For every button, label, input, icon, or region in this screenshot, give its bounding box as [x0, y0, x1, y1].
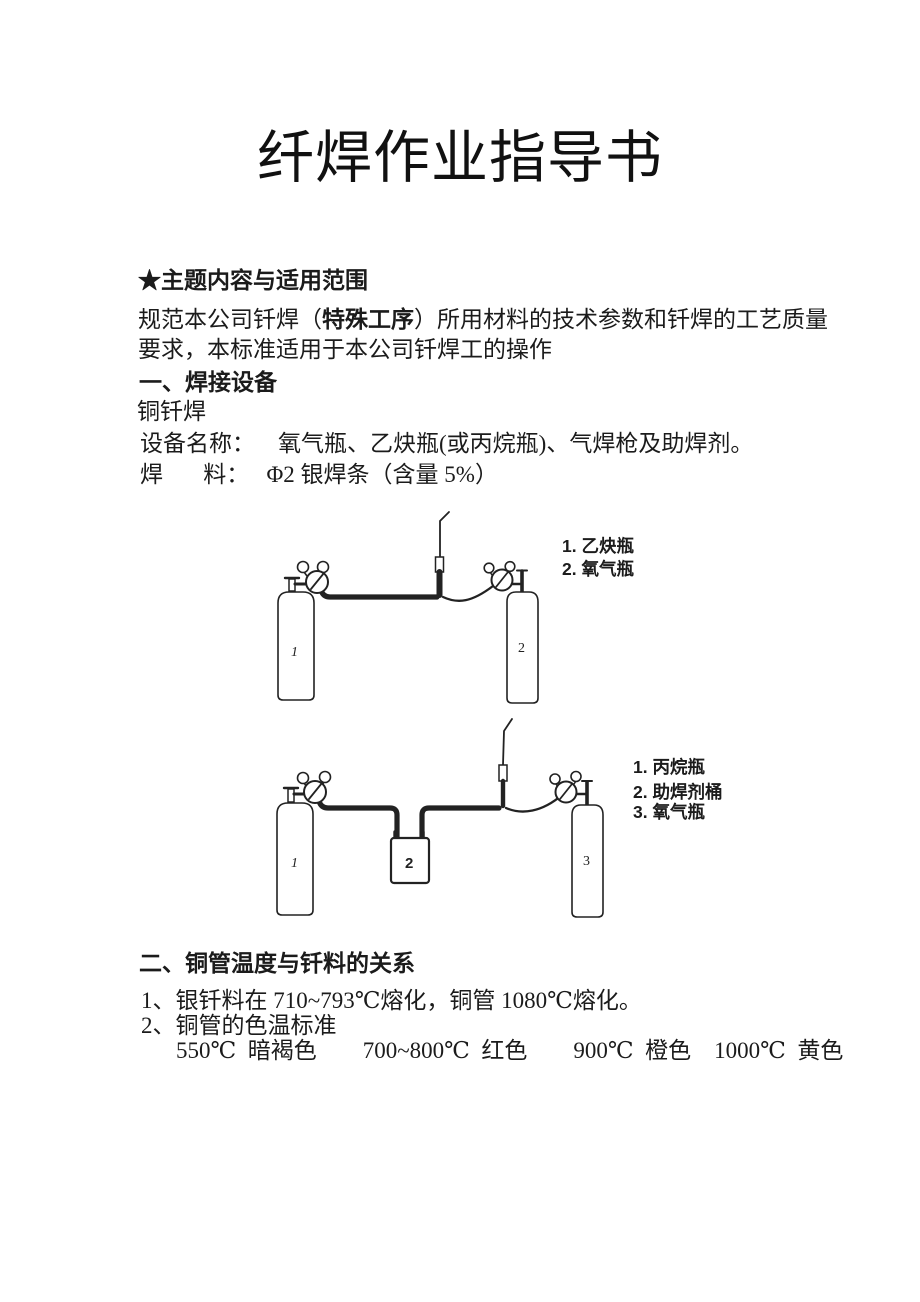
scope-paragraph-line2: 要求，本标准适用于本公司钎焊工的操作	[138, 337, 552, 362]
oxygen-cylinder	[571, 804, 604, 918]
regulator-right	[483, 560, 528, 594]
scope-text-special-process: 特殊工序	[322, 307, 414, 332]
process-name: 铜钎焊	[137, 399, 206, 424]
section2-heading: 二、铜管温度与钎料的关系	[139, 951, 415, 976]
oxygen-cylinder	[506, 591, 539, 704]
color-standard-line: 2、铜管的色温标准	[141, 1013, 337, 1038]
regulator-right	[549, 770, 593, 807]
welding-torch	[498, 718, 513, 809]
cylinder3-label: 3	[583, 854, 590, 869]
scope-paragraph-line1: 规范本公司钎焊（特殊工序）所用材料的技术参数和钎焊的工艺质量	[138, 306, 828, 335]
figure2-legend-item2: 2. 助焊剂桶	[633, 782, 722, 802]
welding-torch	[434, 511, 450, 598]
cylinder1-label: 1	[291, 856, 298, 871]
section1-heading: 一、焊接设备	[139, 370, 277, 395]
document-title: 纤焊作业指导书	[257, 127, 663, 190]
regulator-left	[282, 770, 332, 804]
flux-bucket-label: 2	[405, 855, 413, 872]
figure-acetylene-oxygen-setup: 1 2 1. 乙炔瓶 2. 氧气瓶	[277, 511, 634, 704]
hose-left	[316, 798, 400, 840]
scope-heading: ★主题内容与适用范围	[138, 268, 368, 293]
regulator-left	[283, 560, 330, 594]
propane-cylinder	[276, 802, 314, 916]
figure2-legend-item3: 3. 氧气瓶	[633, 802, 705, 822]
figure1-legend-item2: 2. 氧气瓶	[562, 559, 634, 579]
cylinder1-label: 1	[291, 645, 298, 660]
figure-propane-flux-oxygen-setup: 1 2 3	[276, 718, 722, 918]
hose-right	[504, 793, 564, 813]
hose-right	[441, 584, 495, 602]
figure1-legend-item1: 1. 乙炔瓶	[562, 536, 634, 556]
hose-middle	[419, 805, 502, 840]
hose-left	[318, 587, 440, 600]
solder-material-line: 焊 料： Φ2 银焊条（含量 5%）	[140, 462, 498, 487]
figure2-legend-item1: 1. 丙烷瓶	[633, 757, 705, 777]
scope-text-post: ）所用材料的技术参数和钎焊的工艺质量	[414, 307, 828, 332]
color-temperature-scale: 550℃ 暗褐色 700~800℃ 红色 900℃ 橙色 1000℃ 黄色	[176, 1038, 844, 1063]
device-names-line: 设备名称： 氧气瓶、乙炔瓶(或丙烷瓶)、气焊枪及助焊剂。	[140, 431, 754, 456]
melting-point-line: 1、银钎料在 710~793℃熔化，铜管 1080℃熔化。	[141, 988, 642, 1013]
scope-text-pre: 规范本公司钎焊（	[138, 307, 322, 332]
acetylene-cylinder	[277, 591, 315, 701]
flux-bucket	[389, 830, 431, 885]
cylinder2-label: 2	[518, 641, 525, 656]
